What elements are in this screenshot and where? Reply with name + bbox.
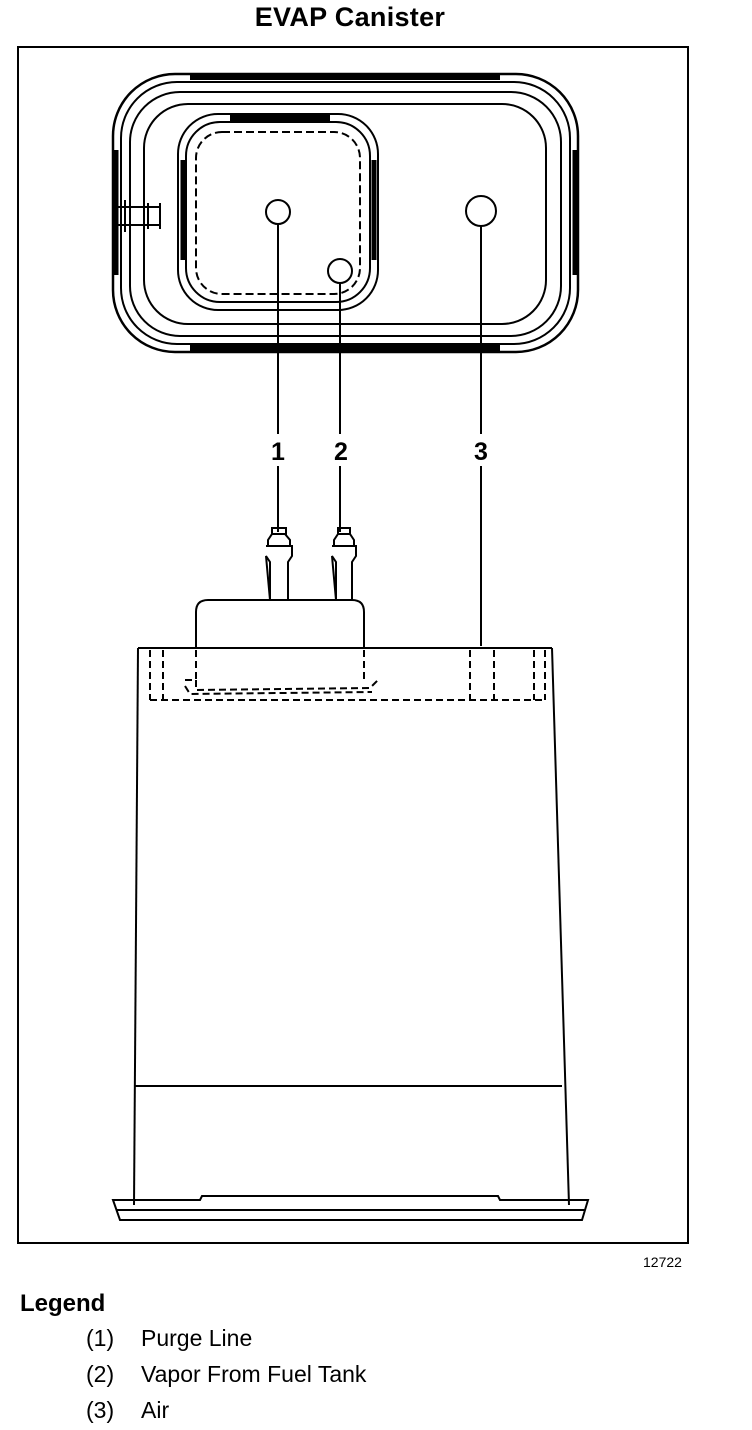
legend-item-number: (3) xyxy=(86,1397,115,1423)
legend-item-number: (2) xyxy=(86,1361,115,1387)
legend-item-1: (1) Purge Line xyxy=(86,1325,252,1352)
legend-heading: Legend xyxy=(20,1290,106,1317)
figure-number: 12722 xyxy=(643,1254,682,1270)
callout-leader-lines xyxy=(277,224,482,646)
legend-item-label: Purge Line xyxy=(141,1325,253,1351)
callout-labels: 1 2 3 xyxy=(271,438,488,466)
canister-side-view xyxy=(111,527,590,1221)
callout-2: 2 xyxy=(334,438,348,466)
callout-1: 1 xyxy=(271,438,285,466)
legend-item-label: Air xyxy=(141,1397,170,1423)
legend-item-label: Vapor From Fuel Tank xyxy=(141,1361,367,1387)
legend-item-3: (3) Air xyxy=(86,1397,169,1424)
legend-item-number: (1) xyxy=(86,1325,115,1351)
callout-3: 3 xyxy=(474,438,488,466)
canister-top-view xyxy=(111,72,580,354)
diagram-frame xyxy=(17,46,689,1244)
diagram-title: EVAP Canister xyxy=(254,2,446,32)
legend-item-2: (2) Vapor From Fuel Tank xyxy=(86,1361,366,1388)
